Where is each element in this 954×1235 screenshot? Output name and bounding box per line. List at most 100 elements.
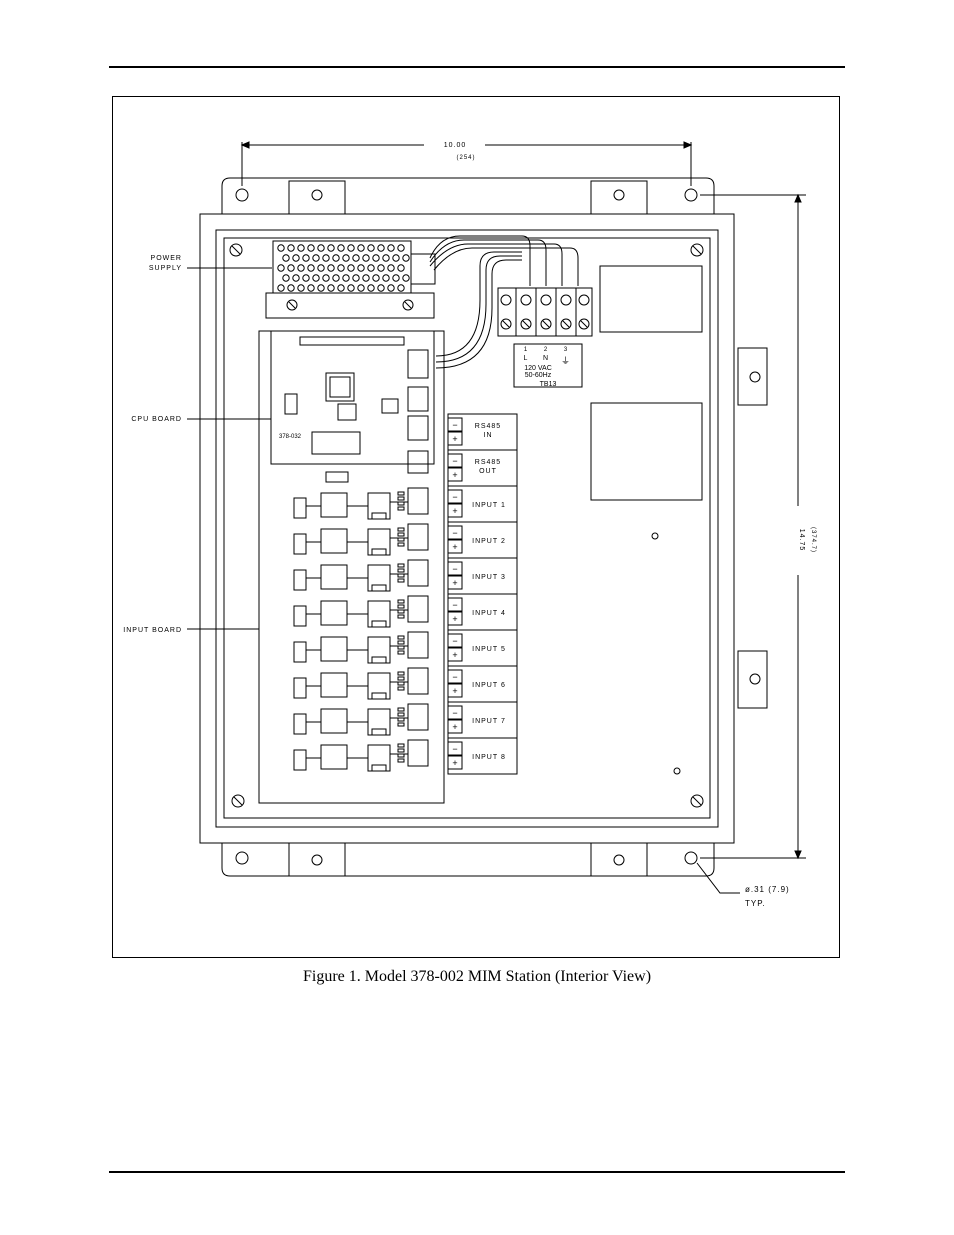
mounting-hole bbox=[684, 188, 698, 202]
tb13-frequency: 50-60Hz bbox=[525, 372, 552, 379]
mounting-hole bbox=[684, 851, 698, 865]
plus-icon: + bbox=[452, 434, 457, 444]
input-channel-circuit bbox=[293, 739, 429, 772]
terminal-strip bbox=[447, 413, 518, 775]
minus-icon: − bbox=[452, 420, 457, 430]
label-plate bbox=[599, 265, 703, 333]
terminal-label: INPUT 2 bbox=[472, 538, 506, 545]
bracket-screw bbox=[286, 299, 298, 311]
cpu-board bbox=[270, 330, 435, 465]
figure-frame bbox=[112, 96, 840, 958]
power-supply-connector bbox=[410, 253, 436, 285]
power-supply-label: SUPPLY bbox=[149, 265, 182, 272]
input-channel-circuit bbox=[293, 523, 429, 556]
height-dimension: 14.75 bbox=[798, 529, 805, 552]
terminal-label: INPUT 3 bbox=[472, 574, 506, 581]
bottom-mounting-flange bbox=[221, 843, 715, 877]
hole-typical: TYP. bbox=[745, 899, 766, 908]
tb13-label-plate bbox=[513, 343, 583, 388]
input-board-label: INPUT BOARD bbox=[123, 627, 182, 634]
tab-hole bbox=[311, 189, 323, 201]
input-channel-circuit bbox=[293, 595, 429, 628]
latch-hole bbox=[749, 371, 761, 383]
terminal-1 bbox=[447, 413, 518, 451]
width-dimension: 10.00 bbox=[444, 142, 467, 149]
top-mounting-flange bbox=[221, 177, 715, 214]
tab-hole bbox=[311, 854, 323, 866]
latch-hole bbox=[749, 673, 761, 685]
header-rule bbox=[109, 66, 845, 68]
power-supply-label: POWER bbox=[151, 255, 182, 262]
power-supply-bracket bbox=[265, 292, 435, 319]
label-plate bbox=[590, 402, 703, 501]
plus-icon: + bbox=[452, 614, 457, 624]
plus-icon: + bbox=[452, 578, 457, 588]
mounting-hole bbox=[235, 188, 249, 202]
plus-icon: + bbox=[452, 470, 457, 480]
terminal-label: INPUT 6 bbox=[472, 682, 506, 689]
minus-icon: − bbox=[452, 708, 457, 718]
input-board bbox=[258, 330, 445, 804]
plus-icon: + bbox=[452, 722, 457, 732]
terminal-label: INPUT 8 bbox=[472, 754, 506, 761]
dimension-arrow bbox=[240, 141, 250, 149]
minus-icon: − bbox=[452, 600, 457, 610]
input-channel-circuit bbox=[293, 559, 429, 592]
side-latch bbox=[737, 650, 768, 709]
plus-icon: + bbox=[452, 542, 457, 552]
terminal-label: INPUT 4 bbox=[472, 610, 506, 617]
dimension-arrow bbox=[683, 141, 693, 149]
tb13-screws bbox=[500, 288, 590, 336]
minus-icon: − bbox=[452, 636, 457, 646]
figure-caption: Figure 1. Model 378-002 MIM Station (Int… bbox=[302, 968, 652, 985]
bottom-tab bbox=[288, 842, 346, 877]
enclosure-outer bbox=[199, 213, 735, 844]
terminal-label: RS485 bbox=[475, 459, 501, 466]
corner-screw bbox=[690, 794, 704, 808]
terminal-label: OUT bbox=[479, 468, 497, 475]
hole-size: ø.31 (7.9) bbox=[745, 885, 790, 894]
tb13-designator: TB13 bbox=[540, 381, 557, 388]
tb13-pin-2: 2 bbox=[544, 347, 548, 353]
input-channel-circuit bbox=[293, 631, 429, 664]
input-channel-circuit bbox=[293, 703, 429, 736]
input-channel-circuits bbox=[293, 487, 429, 772]
cpu-board-label: CPU BOARD bbox=[131, 416, 182, 423]
footer-rule bbox=[109, 1171, 845, 1173]
minus-icon: − bbox=[452, 528, 457, 538]
ground-icon: ⏚ bbox=[561, 356, 571, 366]
dimension-arrow bbox=[794, 850, 802, 860]
terminal-label: INPUT 7 bbox=[472, 718, 506, 725]
minus-icon: − bbox=[452, 456, 457, 466]
width-dimension-metric: (254) bbox=[456, 155, 475, 161]
tb13-neutral: N bbox=[543, 355, 549, 362]
tb13-line: L bbox=[524, 355, 529, 362]
bottom-tab bbox=[590, 842, 648, 877]
tb13-pin-3: 3 bbox=[564, 347, 568, 353]
tab-hole bbox=[613, 854, 625, 866]
power-supply-vents bbox=[277, 244, 410, 292]
minus-icon: − bbox=[452, 744, 457, 754]
bracket-screw bbox=[402, 299, 414, 311]
mounting-hole bbox=[235, 851, 249, 865]
side-latch bbox=[737, 347, 768, 406]
plus-icon: + bbox=[452, 686, 457, 696]
top-tab bbox=[590, 180, 648, 215]
terminal-label: RS485 bbox=[475, 423, 501, 430]
cpu-board-components bbox=[284, 336, 429, 483]
terminal-label: IN bbox=[484, 432, 493, 439]
standoff bbox=[651, 532, 659, 540]
corner-screw bbox=[229, 243, 243, 257]
terminal-label: INPUT 5 bbox=[472, 646, 506, 653]
minus-icon: − bbox=[452, 492, 457, 502]
power-wiring bbox=[429, 235, 579, 369]
corner-screw bbox=[690, 243, 704, 257]
corner-screw bbox=[231, 794, 245, 808]
cpu-board-marking: 378-032 bbox=[279, 434, 302, 440]
minus-icon: − bbox=[452, 564, 457, 574]
terminal-10 bbox=[447, 737, 518, 775]
top-tab bbox=[288, 180, 346, 215]
height-dimension-metric: (374.7) bbox=[810, 527, 816, 553]
dimension-arrow bbox=[794, 193, 802, 203]
plus-icon: + bbox=[452, 758, 457, 768]
